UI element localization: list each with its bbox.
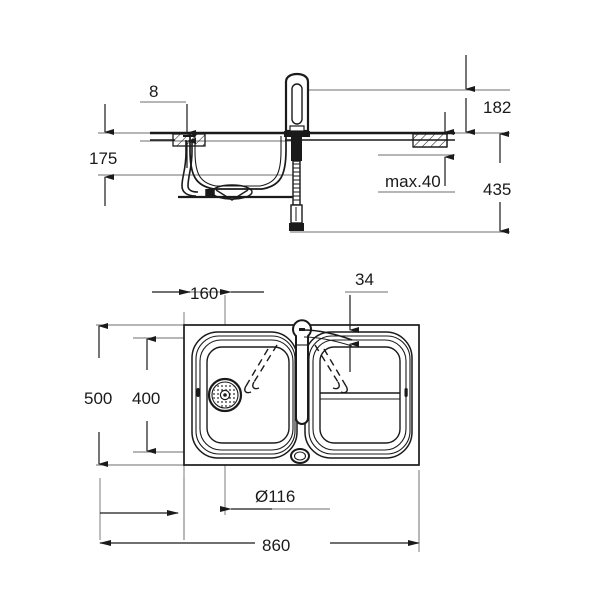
faucet-shank <box>291 137 302 161</box>
faucet-side-view <box>284 72 310 231</box>
faucet-thread-teeth <box>293 163 300 201</box>
dim-max40: max.40 <box>385 112 454 191</box>
dim-182-label: 182 <box>483 98 511 117</box>
dim-max40-label: max.40 <box>385 172 441 191</box>
water-jet-tips <box>244 381 348 394</box>
faucet-lever-slot <box>291 83 303 125</box>
dim-175-label: 175 <box>89 149 117 168</box>
dim-860: 860 <box>99 470 420 555</box>
dim-34-label: 34 <box>355 270 374 289</box>
dim-400: 400 <box>132 336 160 454</box>
dim-400-label: 400 <box>132 389 160 408</box>
side-elevation-view: 8 175 182 max.40 435 <box>89 55 511 234</box>
drain-strainer <box>207 377 243 413</box>
top-plan-view: 160 34 500 400 Ø116 <box>84 270 420 555</box>
dim-435-label: 435 <box>483 180 511 199</box>
dim-drain-offset-tick <box>99 478 185 540</box>
waste-trap-pipework <box>181 135 199 197</box>
faucet-supply-fitting <box>289 223 304 231</box>
worktop-section-hatch-right <box>412 133 448 148</box>
dim-860-label: 860 <box>262 536 290 555</box>
dim-d116: Ø116 <box>220 487 295 512</box>
dim-8: 8 <box>149 82 196 168</box>
dim-435: 435 <box>483 131 511 234</box>
dim-160-label: 160 <box>190 284 218 303</box>
bowl-section <box>178 134 300 201</box>
faucet-spout-plan <box>292 319 312 425</box>
dim-8-label: 8 <box>149 82 158 101</box>
water-jet-indicators <box>245 344 347 387</box>
dim-175: 175 <box>89 104 117 206</box>
faucet-plan-view <box>292 319 353 425</box>
dim-500: 500 <box>84 323 112 467</box>
dim-500-label: 500 <box>84 389 112 408</box>
faucet-lever-plan <box>299 328 305 331</box>
faucet-base-flange <box>284 131 310 137</box>
dim-34: 34 <box>349 270 374 372</box>
dim-182: 182 <box>465 55 511 135</box>
dim-d116-label: Ø116 <box>255 487 295 506</box>
dim-160: 160 <box>152 284 264 303</box>
overflow-cover-plate <box>290 448 310 464</box>
